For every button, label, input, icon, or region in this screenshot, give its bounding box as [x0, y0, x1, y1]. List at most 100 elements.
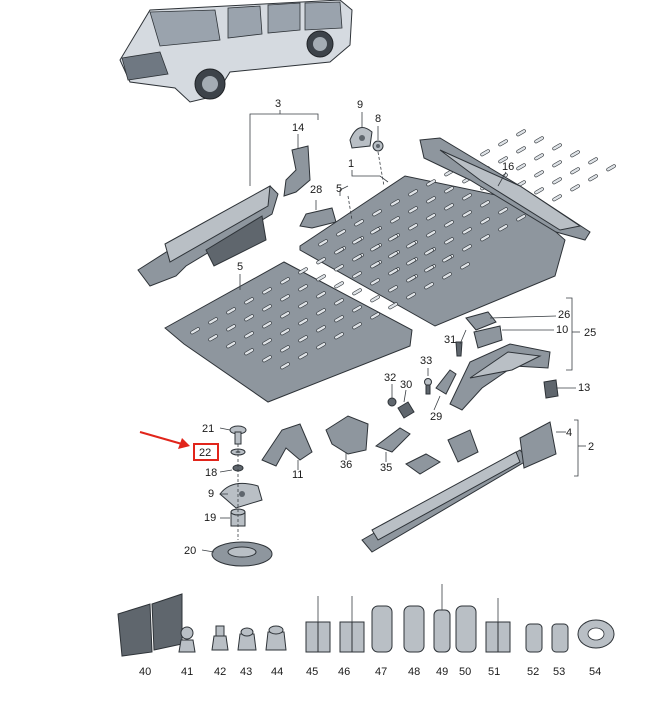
floor-slot: [262, 338, 272, 346]
label-4: 4: [566, 427, 572, 439]
floor-slot: [352, 322, 362, 330]
part-wheelhouse[interactable]: [449, 343, 551, 411]
part-3-side-member[interactable]: [137, 185, 279, 287]
part-20-cover[interactable]: [211, 541, 273, 567]
part-48-cartridge[interactable]: [403, 605, 425, 653]
label-3: 3: [275, 98, 281, 110]
floor-slot: [372, 209, 382, 217]
floor-slot: [316, 291, 326, 299]
label-25: 25: [584, 327, 596, 339]
label-44: 44: [271, 666, 283, 678]
part-40-sealing-tape[interactable]: [117, 593, 183, 657]
floor-slot: [226, 341, 236, 349]
part-9-mount-bottom[interactable]: [219, 482, 263, 509]
part-29-bracket[interactable]: [435, 369, 457, 395]
floor-slot: [480, 149, 490, 157]
floor-slot: [406, 292, 416, 300]
floor-slot: [352, 305, 362, 313]
floor-slot: [442, 272, 452, 280]
floor-slot: [498, 139, 508, 147]
part-19-bushing[interactable]: [230, 508, 246, 527]
floor-slot: [552, 194, 562, 202]
part-31-bolt[interactable]: [455, 341, 463, 357]
floor-slot: [334, 332, 344, 340]
floor-slot: [244, 348, 254, 356]
part-5-front-floor[interactable]: [164, 227, 470, 403]
label-9-bottom: 9: [208, 488, 214, 500]
floor-slot: [462, 193, 472, 201]
label-33: 33: [420, 355, 432, 367]
floor-slot: [370, 278, 380, 286]
part-41-plug[interactable]: [178, 626, 196, 653]
floor-slot: [552, 177, 562, 185]
part-47-cartridge[interactable]: [371, 605, 393, 653]
floor-slot: [462, 244, 472, 252]
floor-slot: [208, 317, 218, 325]
label-36: 36: [340, 459, 352, 471]
floor-slot: [388, 302, 398, 310]
part-32-nut[interactable]: [387, 397, 397, 407]
part-50-cartridge[interactable]: [455, 605, 477, 653]
floor-slot: [480, 200, 490, 208]
pointer-arrowhead: [178, 438, 190, 449]
label-19: 19: [204, 512, 216, 524]
floor-slot: [408, 189, 418, 197]
label-30: 30: [400, 379, 412, 391]
part-13-clip[interactable]: [543, 379, 559, 399]
floor-slot: [334, 315, 344, 323]
label-10: 10: [556, 324, 568, 336]
part-45-cartridge[interactable]: [305, 596, 331, 653]
floor-slot: [426, 230, 436, 238]
part-49-cartridge[interactable]: [433, 584, 451, 653]
part-28-bracket[interactable]: [299, 207, 337, 229]
floor-slot: [408, 206, 418, 214]
floor-slot: [424, 282, 434, 290]
floor-slot: [334, 281, 344, 289]
floor-slot: [406, 241, 416, 249]
part-30-bracket[interactable]: [397, 401, 415, 419]
label-43: 43: [240, 666, 252, 678]
part-10-bracket[interactable]: [473, 325, 503, 349]
floor-slot: [334, 264, 344, 272]
part-21-screw[interactable]: [229, 425, 247, 445]
label-16: 16: [502, 161, 514, 173]
part-16-cross-member[interactable]: [419, 137, 591, 241]
floor-slot: [226, 324, 236, 332]
floor-slot: [406, 275, 416, 283]
label-29: 29: [430, 411, 442, 423]
part-4-bracket[interactable]: [519, 421, 557, 469]
part-9-mount-top[interactable]: [349, 127, 373, 149]
floor-slot: [570, 150, 580, 158]
floor-slot: [280, 311, 290, 319]
part-35-bracket[interactable]: [374, 427, 411, 453]
floor-slot: [390, 199, 400, 207]
part-44-plug[interactable]: [265, 625, 287, 651]
floor-slot: [298, 301, 308, 309]
part-54-tape-roll[interactable]: [577, 619, 615, 649]
floor-slot: [226, 307, 236, 315]
part-53-can[interactable]: [551, 623, 569, 653]
part-43-plug[interactable]: [237, 627, 257, 651]
label-42: 42: [214, 666, 226, 678]
part-8-grommet[interactable]: [372, 140, 384, 152]
label-13: 13: [578, 382, 590, 394]
part-33-screw[interactable]: [424, 378, 432, 395]
floor-slot: [318, 239, 328, 247]
part-42-plug[interactable]: [211, 625, 229, 651]
part-36-bracket[interactable]: [325, 415, 369, 455]
part-46-cartridge[interactable]: [339, 596, 365, 653]
label-26: 26: [558, 309, 570, 321]
floor-slot: [408, 223, 418, 231]
part-51-cartridge[interactable]: [485, 598, 511, 653]
floor-slot: [352, 254, 362, 262]
floor-slot: [370, 312, 380, 320]
floor-slot: [316, 342, 326, 350]
label-22: 22: [199, 447, 211, 459]
floor-slot: [190, 327, 200, 335]
part-14-bracket[interactable]: [283, 145, 311, 197]
part-52-can[interactable]: [525, 623, 543, 653]
label-1: 1: [348, 158, 354, 170]
label-32: 32: [384, 372, 396, 384]
part-26-bracket[interactable]: [465, 311, 497, 331]
part-11-bracket[interactable]: [261, 423, 313, 467]
